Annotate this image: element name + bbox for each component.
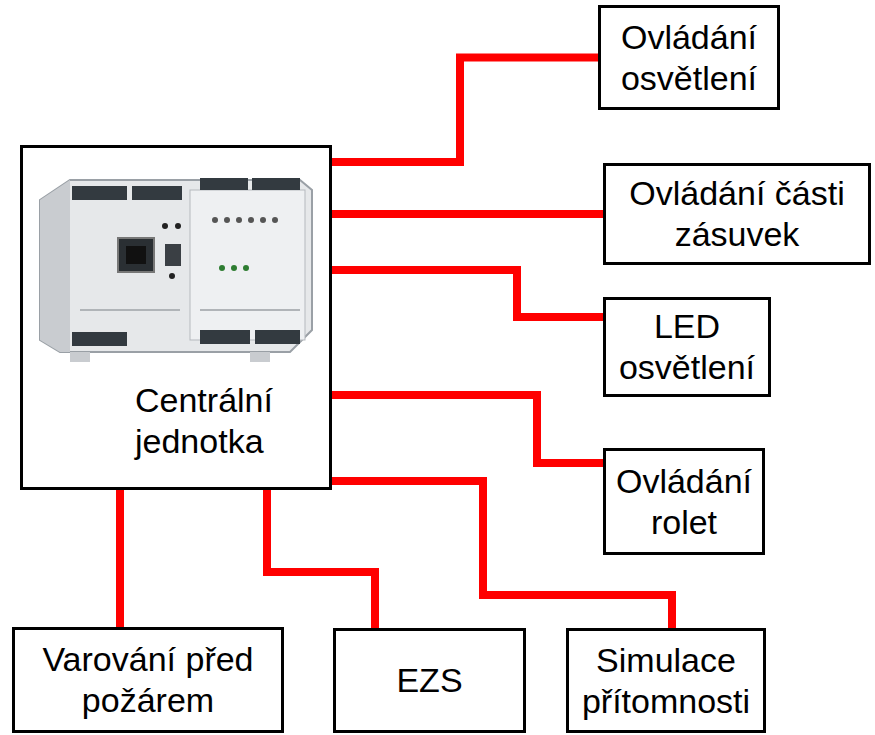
connection-line [332, 395, 603, 463]
connection-line [267, 490, 375, 628]
central-unit-box: Centrální jednotka [20, 145, 332, 490]
box-label: Centrální jednotka [135, 380, 319, 462]
box-label: EZS [344, 660, 515, 701]
connection-line [332, 210, 603, 218]
connection-line [332, 58, 598, 163]
function-box: EZS [333, 628, 526, 733]
box-label: LED osvětlení [614, 306, 760, 388]
function-box: Varování před požárem [12, 627, 284, 733]
box-label: Ovládání osvětlení [609, 17, 769, 99]
function-box: Ovládání části zásuvek [603, 163, 871, 265]
box-label: Ovládání rolet [614, 461, 754, 543]
function-box: Simulace přítomnosti [566, 628, 766, 733]
connection-line [332, 270, 603, 317]
din-module [40, 178, 312, 362]
box-label: Simulace přítomnosti [577, 640, 755, 722]
box-label: Varování před požárem [23, 639, 273, 721]
function-box: Ovládání rolet [603, 448, 765, 555]
function-box: Ovládání osvětlení [598, 5, 780, 110]
box-label: Ovládání části zásuvek [614, 173, 860, 255]
connection-line [116, 490, 124, 627]
function-box: LED osvětlení [603, 297, 771, 397]
